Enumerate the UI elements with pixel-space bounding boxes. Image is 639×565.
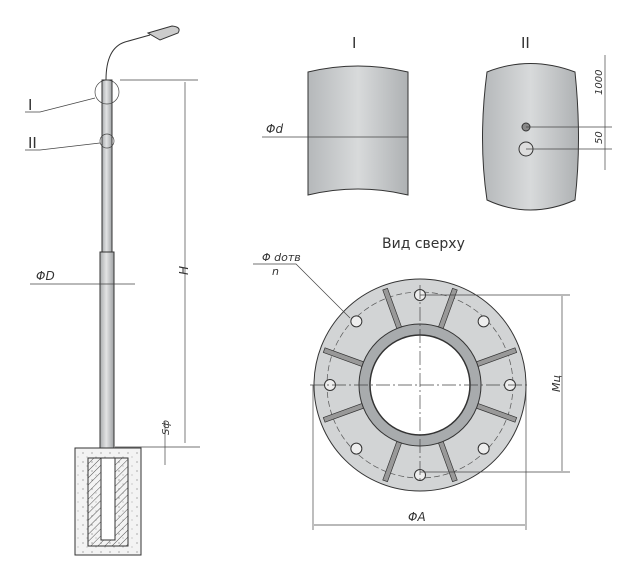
flange-diameter-label: ΦA — [408, 510, 426, 524]
bolt-hole — [477, 442, 490, 455]
pole-diameter-label: ΦD — [36, 269, 55, 283]
dimension-50: 50 — [594, 131, 605, 144]
detail-2-pipe — [482, 63, 579, 211]
callout-label-2: II — [28, 134, 37, 152]
detail-1-title: I — [352, 34, 356, 52]
bolt-spacing-label: Mц — [550, 375, 563, 392]
lamp-head-icon — [146, 25, 180, 41]
detail-1: I Φd — [262, 34, 409, 196]
hole-leader-line — [253, 263, 351, 319]
detail-2: II 1000 50 — [482, 34, 612, 211]
bolt-hole — [477, 315, 490, 328]
bolt-holes — [324, 289, 516, 481]
pole-elevation: I II H ΦD Sф — [25, 25, 200, 556]
pole-lower-section — [99, 251, 115, 449]
height-label: H — [177, 266, 191, 275]
detail-1-pipe — [307, 65, 409, 196]
detail-1-diameter-label: Φd — [266, 122, 283, 136]
callout-circle-1 — [94, 79, 120, 105]
callout-circle-2 — [99, 133, 115, 149]
bolt-hole — [350, 315, 363, 328]
callout-label-1: I — [28, 96, 32, 114]
hole-count-label: n — [272, 265, 279, 278]
top-view-title: Вид сверху — [382, 236, 465, 252]
bolt-hole — [350, 442, 363, 455]
hole-diameter-label: Φ dотв — [262, 251, 301, 264]
top-view: Вид сверху Φ dотв n Mц ΦA — [253, 236, 570, 530]
foundation-depth-label: Sф — [161, 420, 172, 435]
dimension-1000: 1000 — [594, 70, 605, 95]
lamp-arm — [105, 34, 151, 81]
pole-upper-section — [101, 79, 113, 253]
detail-2-title: II — [521, 34, 530, 52]
